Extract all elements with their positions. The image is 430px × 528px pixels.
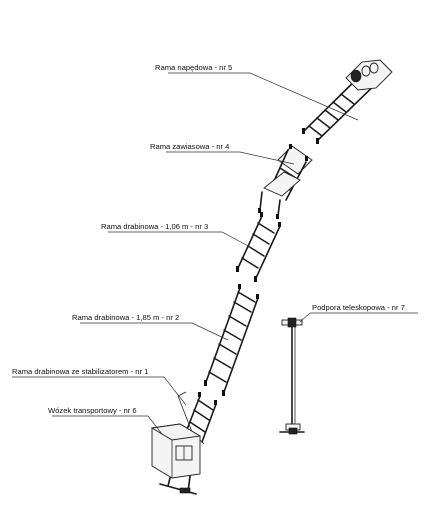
label-rama-drabinowa-185: Rama drabinowa - 1,85 m - nr 2 bbox=[72, 313, 179, 322]
label-rama-napedowa: Rama napędowa - nr 5 bbox=[155, 63, 232, 72]
ladder-frame-106-nr3 bbox=[236, 212, 281, 282]
label-rama-stabilizator: Rama drabinowa ze stabilizatorem - nr 1 bbox=[12, 367, 148, 376]
label-rama-drabinowa-106: Rama drabinowa - 1,06 m - nr 3 bbox=[101, 222, 208, 231]
hinge-frame-nr4 bbox=[258, 144, 313, 219]
transport-cart-nr6 bbox=[150, 423, 202, 495]
label-podpora: Podpora teleskopowa - nr 7 bbox=[312, 303, 405, 312]
ladder-frame-185-nr2 bbox=[204, 284, 259, 396]
drive-frame-nr5 bbox=[302, 59, 393, 144]
label-wozek: Wózek transportowy - nr 6 bbox=[48, 406, 137, 415]
label-rama-zawiasowa: Rama zawiasowa - nr 4 bbox=[150, 142, 229, 151]
leader-lines bbox=[12, 72, 418, 435]
telescopic-support-nr7 bbox=[279, 317, 305, 435]
